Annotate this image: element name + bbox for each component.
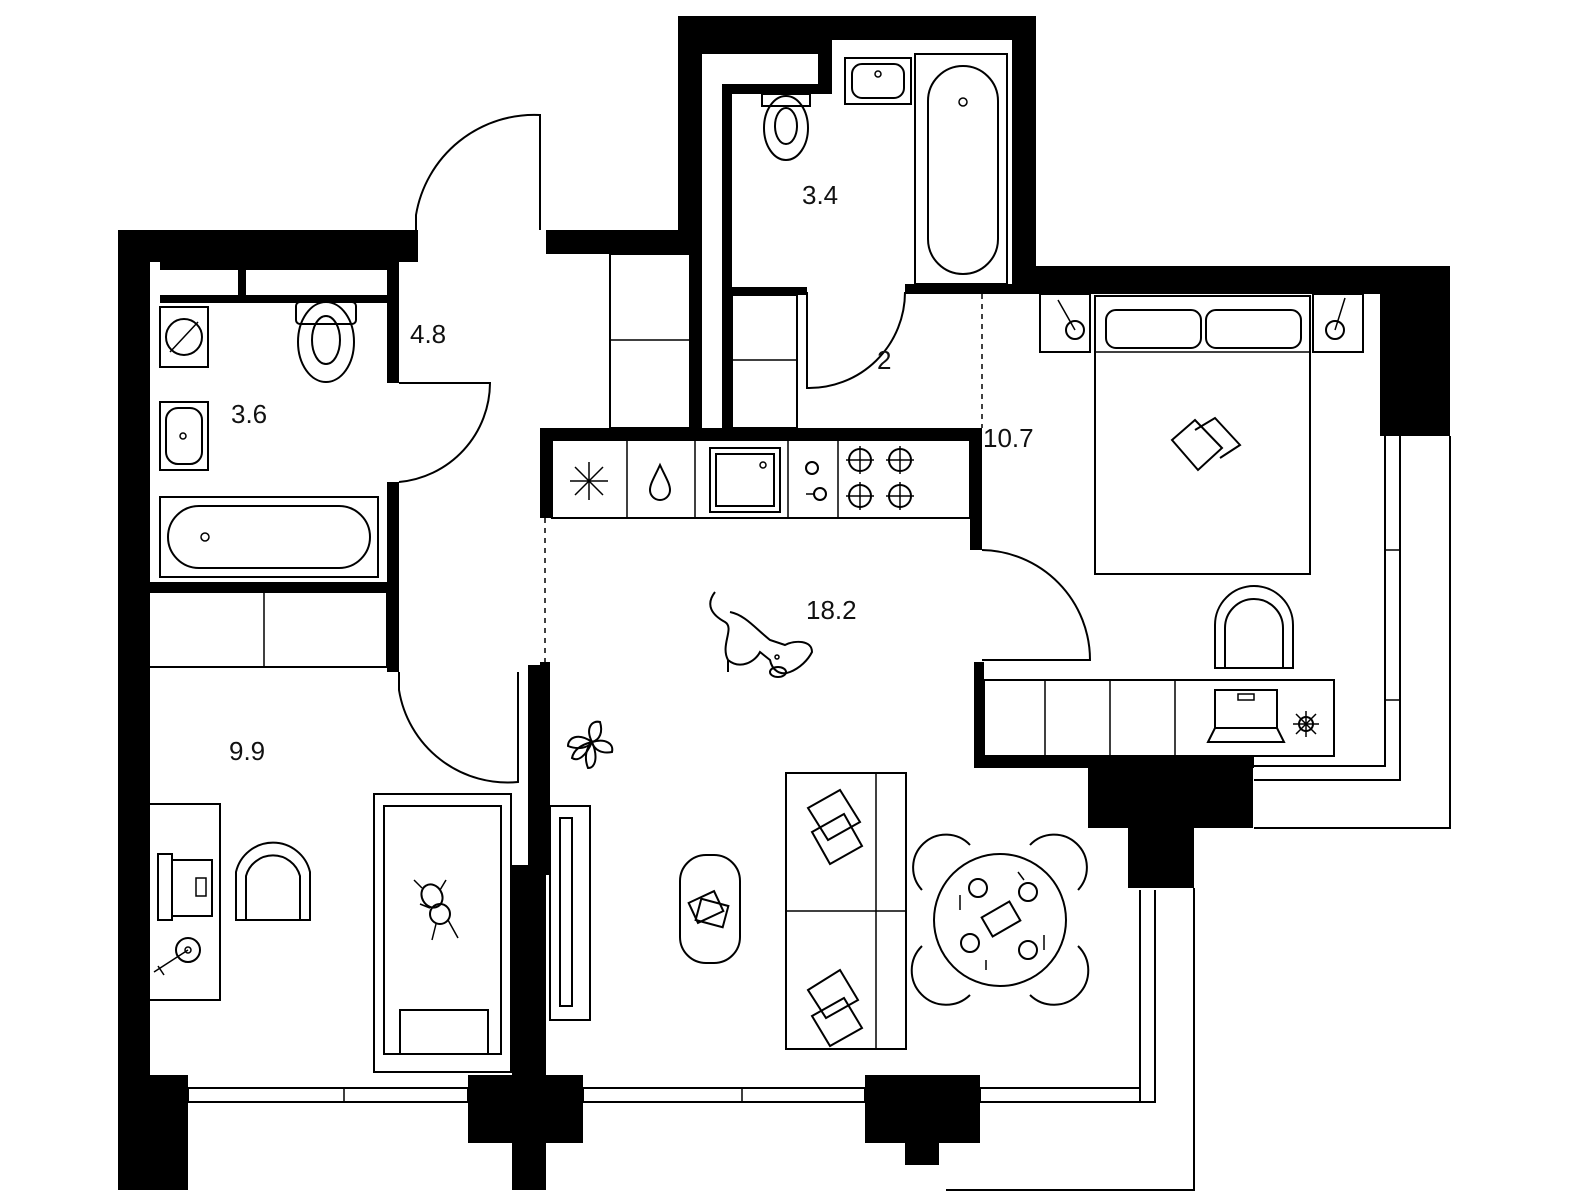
dining-table-icon [910, 833, 1090, 1006]
wall-bath2-inner-h [722, 84, 832, 94]
toilet-icon [295, 301, 357, 383]
nightstand-right [1312, 293, 1364, 353]
window-living-2 [979, 1087, 1141, 1103]
wall-bath1-top [160, 262, 392, 270]
sink-icon [159, 401, 209, 471]
wall-left [118, 230, 150, 1190]
double-bed-icon [1094, 295, 1311, 575]
bedroom-furniture [1039, 293, 1364, 743]
sofa-icon [785, 772, 907, 1050]
toilet-icon [761, 93, 811, 161]
coffee-table-icon [679, 854, 741, 964]
wall-bedroom-top [1012, 266, 1450, 294]
sink-icon [709, 447, 781, 513]
laptop-icon [157, 853, 213, 921]
teddy-bear-icon [413, 879, 459, 941]
wall-bath1-right-bottom [387, 482, 399, 602]
desk-icon [142, 803, 221, 1001]
wall-entrance-right [546, 230, 696, 254]
wall-bath2-left [678, 16, 702, 254]
balcony-bedroom-edge [1254, 436, 1451, 829]
wall-bath2-bottom-a [722, 287, 807, 295]
washing-machine-icon [159, 306, 209, 368]
area-label-bathroom-1: 3.6 [231, 399, 267, 429]
nightstand-left [1039, 293, 1091, 353]
wall-bottom-left [118, 1075, 188, 1190]
door-bedroom [981, 549, 1092, 661]
fridge-icon [570, 462, 608, 500]
chair-icon [1214, 585, 1294, 669]
window-living-1 [582, 1087, 866, 1103]
wall-bath2-top [678, 16, 1036, 40]
bathroom-1-fixtures [159, 301, 379, 578]
walls [118, 16, 1450, 1190]
kitchen-counter [551, 439, 971, 519]
window-kids [187, 1087, 469, 1103]
wall-top-left [118, 230, 418, 262]
door-entrance [415, 113, 541, 230]
balcony-right-bottom [980, 890, 1141, 1089]
dog-icon [709, 591, 814, 678]
balcony-right-vertical [946, 888, 1195, 1191]
wall-bath1-bottom [150, 582, 398, 592]
area-label-bathroom-2: 3.4 [802, 180, 838, 210]
bathtub-icon [159, 496, 379, 578]
wardrobes [141, 253, 1335, 757]
area-label-kids-room: 9.9 [229, 736, 265, 766]
wall-bath2-bottom-b [905, 284, 1017, 294]
plant-icon [1293, 711, 1319, 737]
wall-hall-right [690, 254, 702, 432]
area-label-living-kitchen: 18.2 [806, 595, 857, 625]
bathroom-2-fixtures [761, 53, 1008, 285]
kids-furniture [142, 793, 512, 1073]
living-furniture [549, 591, 1090, 1050]
door-closet [806, 291, 906, 390]
lamp-icon [153, 937, 201, 976]
area-label-closet: 2 [877, 345, 891, 375]
wardrobe-hall [609, 253, 691, 429]
balcony-bedroom [1254, 436, 1386, 767]
sink-icon [844, 57, 912, 105]
wall-kitchen-top [540, 428, 980, 440]
wardrobe-closet [731, 294, 798, 429]
wall-bath1-divider [238, 262, 246, 300]
wall-bath2-inner-v [722, 84, 732, 432]
door-bath1 [398, 382, 492, 483]
wall-kitchen-left [540, 428, 552, 518]
area-labels: 3.4 4.8 3.6 2 10.7 18.2 9.9 [229, 180, 1034, 766]
wall-kids-top [387, 592, 399, 672]
wall-entrance-left-stub [404, 230, 416, 250]
wall-bedroom-right [1380, 266, 1450, 436]
wall-bath2-inner-top [702, 40, 832, 54]
door-kids [398, 672, 519, 784]
chair-icon [235, 841, 311, 921]
balcony-right-outer [1140, 890, 1156, 1103]
wall-kitchen-right [970, 428, 982, 550]
laptop-icon [1206, 689, 1286, 743]
water-drop-icon [648, 462, 672, 501]
plant-icon [566, 720, 614, 770]
area-label-hall: 4.8 [410, 319, 446, 349]
wall-bath2-right [1012, 16, 1036, 272]
wall-column-right2 [1128, 756, 1194, 888]
wall-bath1-right-top [387, 255, 399, 383]
single-bed-icon [373, 793, 512, 1073]
area-label-bedroom: 10.7 [983, 423, 1034, 453]
wall-bedroom-bottom-stub [974, 662, 984, 762]
wall-bottom-mid2 [512, 1075, 546, 1190]
stove-icon [846, 446, 914, 510]
wall-hall-stub [540, 662, 550, 674]
wall-bottom-right2 [905, 1075, 939, 1165]
faucet-icon [805, 461, 827, 501]
wardrobe-bedroom [983, 679, 1335, 757]
wall-kids-right-upper [528, 665, 550, 875]
bathtub-icon [914, 53, 1008, 285]
windows [187, 436, 1451, 1191]
wall-bath1-shelf [160, 295, 392, 303]
doors [398, 113, 1092, 784]
tv-stand-icon [549, 805, 591, 1021]
wall-bath2-inner-left [818, 40, 832, 90]
